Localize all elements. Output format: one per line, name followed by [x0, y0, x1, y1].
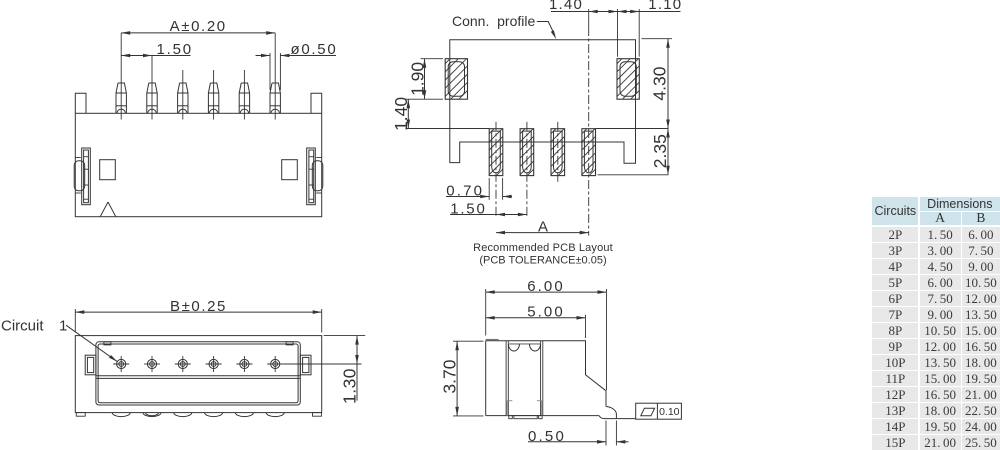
svg-text:6.00: 6.00: [527, 278, 565, 295]
svg-text:1.40: 1.40: [549, 0, 583, 13]
svg-text:A±0.20: A±0.20: [170, 18, 227, 35]
svg-text:ø0.50: ø0.50: [291, 41, 338, 58]
svg-text:1.50: 1.50: [157, 41, 193, 58]
svg-text:4.30: 4.30: [650, 66, 670, 100]
svg-text:1.40: 1.40: [391, 97, 411, 131]
svg-text:1.90: 1.90: [407, 62, 427, 96]
svg-text:A: A: [538, 218, 548, 235]
svg-text:B±0.25: B±0.25: [170, 298, 227, 315]
svg-text:2.35: 2.35: [650, 134, 670, 168]
svg-text:1.50: 1.50: [450, 200, 486, 217]
svg-text:3.70: 3.70: [440, 359, 460, 393]
svg-text:0.10: 0.10: [659, 406, 680, 418]
svg-text:Conn. profile: Conn. profile: [452, 13, 535, 29]
svg-text:1.10: 1.10: [648, 0, 682, 13]
svg-text:0.70: 0.70: [446, 182, 484, 199]
svg-text:1: 1: [59, 318, 67, 335]
svg-text:1.30: 1.30: [339, 368, 359, 404]
svg-text:5.00: 5.00: [527, 304, 565, 321]
svg-text:0.50: 0.50: [528, 428, 566, 445]
svg-text:(PCB TOLERANCE±0.05): (PCB TOLERANCE±0.05): [479, 254, 606, 266]
svg-text:Circuit: Circuit: [1, 318, 44, 335]
svg-text:Recommended PCB Layout: Recommended PCB Layout: [473, 242, 613, 254]
